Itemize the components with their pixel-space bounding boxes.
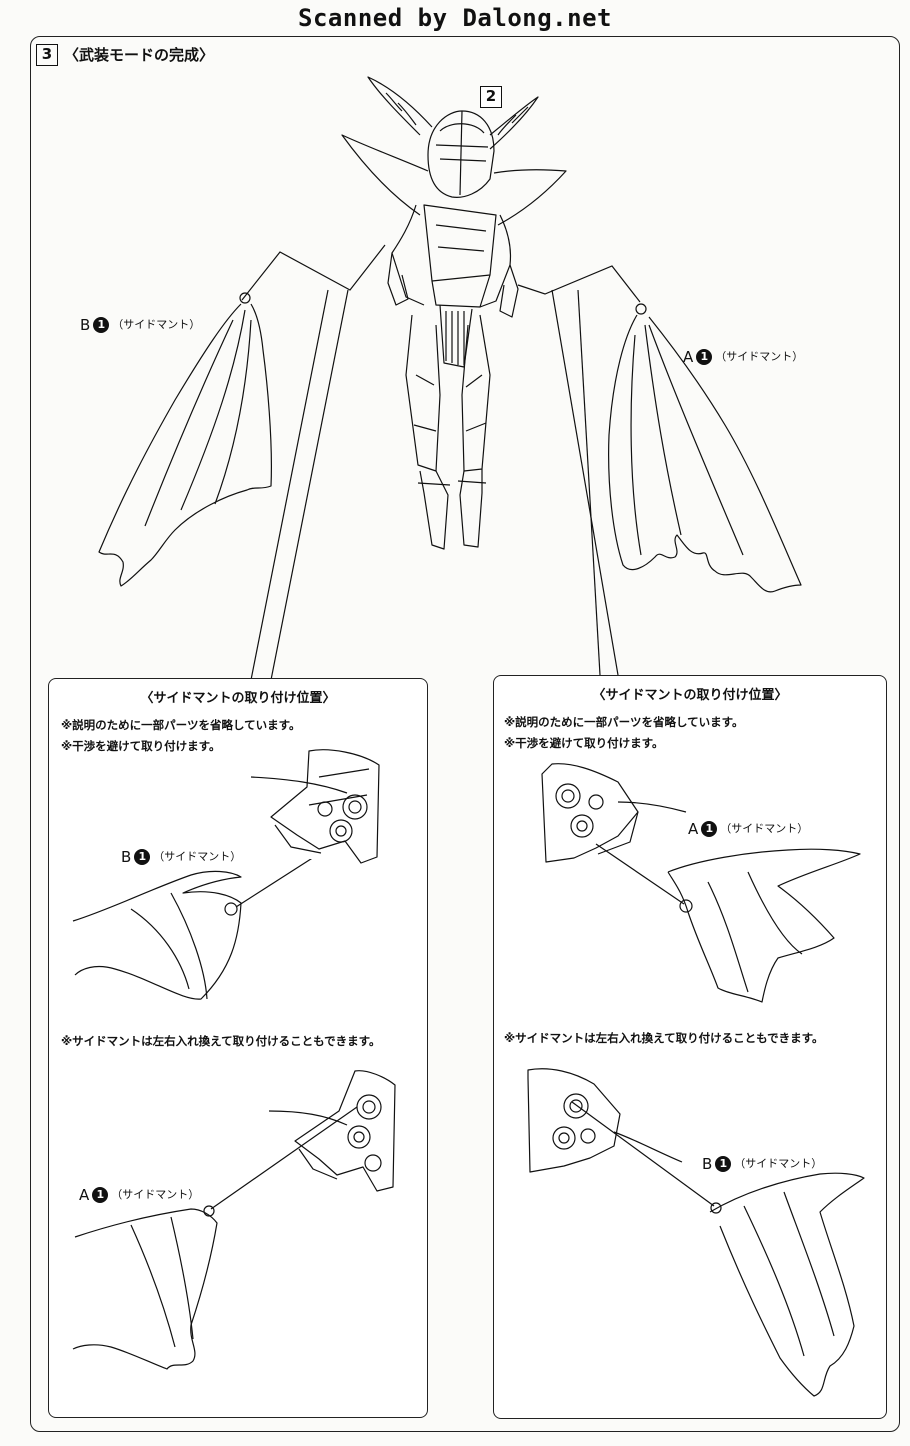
- instruction-frame: [30, 36, 900, 1432]
- panel-note: ※説明のために一部パーツを省略しています。: [504, 715, 744, 729]
- swap-note: ※サイドマントは左右入れ換えて取り付けることもできます。: [61, 1034, 381, 1048]
- attachment-panel-left: 〈サイドマントの取り付け位置〉 ※説明のために一部パーツを省略しています。 ※干…: [48, 678, 428, 1418]
- callout-main-left: B 1 （サイドマント）: [80, 317, 200, 333]
- mantle-attach-drawing: [571, 1101, 865, 1397]
- part-name: （サイドマント）: [153, 850, 242, 863]
- callout-panel-left-bottom: A 1 （サイドマント）: [79, 1187, 199, 1203]
- callout-panel-left-top: B 1 （サイドマント）: [121, 849, 241, 865]
- part-name: （サイドマント）: [734, 1157, 823, 1170]
- part-name: （サイドマント）: [111, 1188, 200, 1201]
- knight-figure-drawing: [341, 76, 567, 550]
- callout-panel-right-bottom: B 1 （サイドマント）: [702, 1156, 822, 1172]
- panel-note: ※干渉を避けて取り付けます。: [504, 736, 664, 750]
- shoulder-armor-drawing: [250, 749, 380, 864]
- side-mantle-right-drawing: [608, 303, 802, 593]
- callout-panel-right-top: A 1 （サイドマント）: [688, 821, 808, 837]
- scanner-watermark: Scanned by Dalong.net: [298, 4, 612, 32]
- callout-letter: A: [79, 1186, 90, 1204]
- panel-title: 〈サイドマントの取り付け位置〉: [140, 691, 336, 706]
- callout-main-right: A 1 （サイドマント）: [683, 349, 803, 365]
- part-name: （サイドマント）: [112, 318, 201, 331]
- mantle-attach-drawing: [595, 843, 861, 1003]
- swap-note: ※サイドマントは左右入れ換えて取り付けることもできます。: [504, 1031, 824, 1045]
- callout-letter: B: [80, 316, 91, 334]
- mantle-attach-drawing: [72, 1106, 358, 1370]
- assembly-number: 2: [480, 86, 502, 108]
- part-name: （サイドマント）: [720, 822, 809, 835]
- attachment-panel-right: 〈サイドマントの取り付け位置〉 ※説明のために一部パーツを省略しています。 ※干…: [493, 675, 887, 1419]
- step-number: 3: [36, 44, 58, 66]
- shoulder-armor-drawing: [527, 1068, 683, 1173]
- panel-note: ※説明のために一部パーツを省略しています。: [61, 718, 301, 732]
- part-number-badge: 1: [134, 849, 151, 865]
- callout-letter: B: [702, 1155, 713, 1173]
- side-mantle-left-drawing: [98, 292, 272, 587]
- shoulder-armor-drawing: [541, 763, 687, 863]
- callout-letter: B: [121, 848, 132, 866]
- step-title: 〈武装モードの完成〉: [64, 46, 215, 64]
- mantle-attach-drawing: [72, 859, 312, 1000]
- part-number-badge: 1: [92, 1187, 109, 1203]
- callout-letter: A: [688, 820, 699, 838]
- part-number-badge: 1: [701, 821, 718, 837]
- part-number-badge: 1: [696, 349, 713, 365]
- panel-note: ※干渉を避けて取り付けます。: [61, 739, 221, 753]
- shoulder-armor-drawing: [268, 1070, 396, 1192]
- part-name: （サイドマント）: [715, 350, 804, 363]
- part-number-badge: 1: [93, 317, 110, 333]
- part-number-badge: 1: [715, 1156, 732, 1172]
- callout-letter: A: [683, 348, 694, 366]
- panel-title: 〈サイドマントの取り付け位置〉: [592, 688, 788, 703]
